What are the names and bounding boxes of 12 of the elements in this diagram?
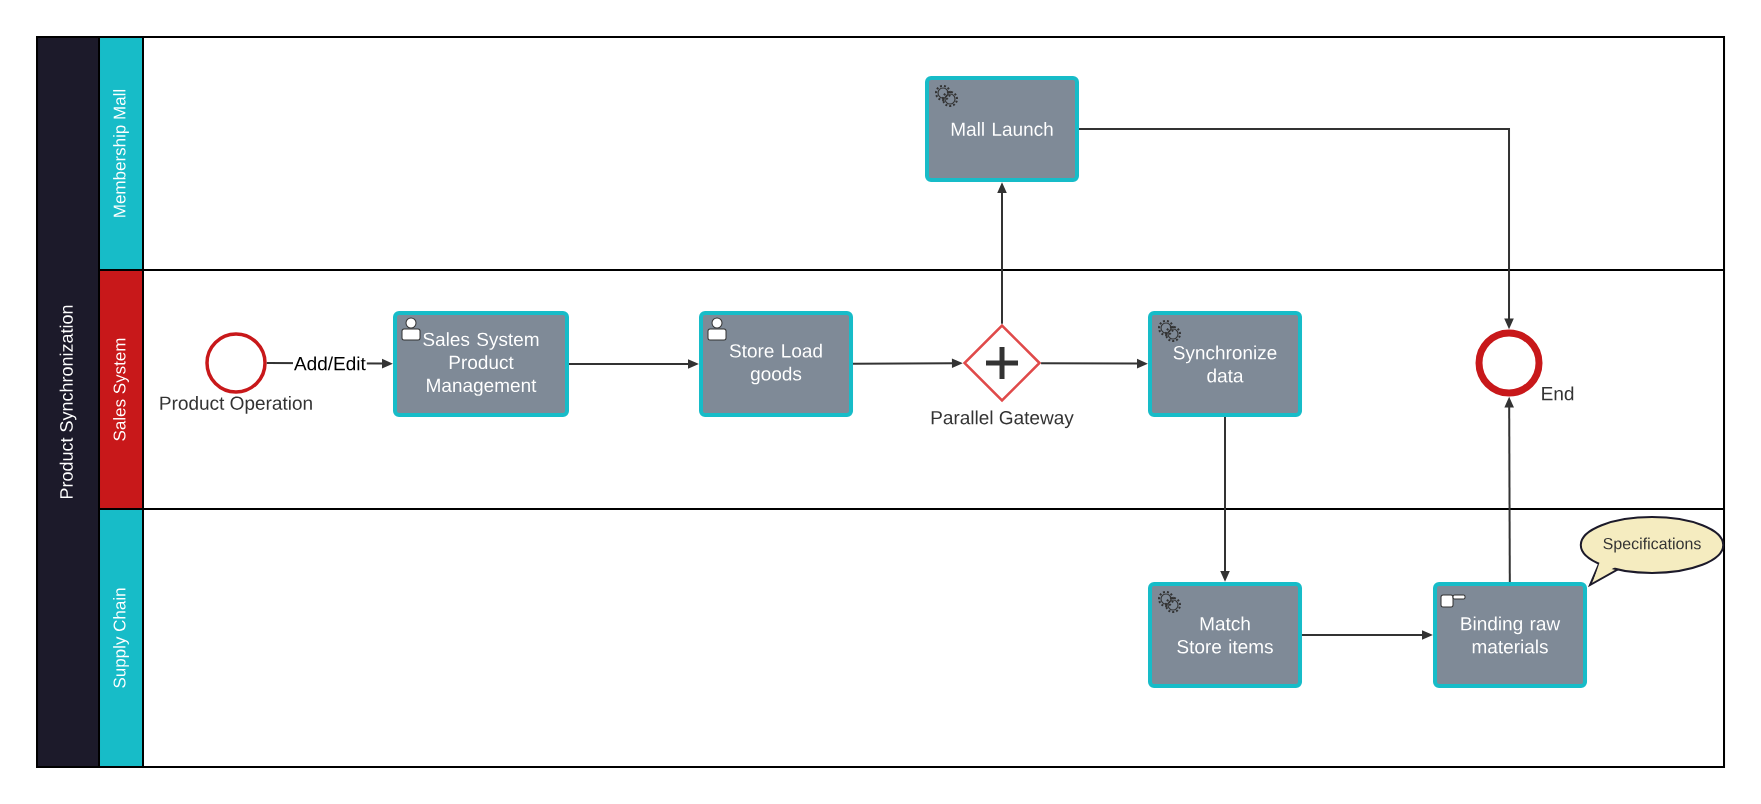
task-box: Binding raw materials <box>1433 582 1587 688</box>
node-label: Product Operation <box>160 395 312 414</box>
edge-label: Add/Edit <box>292 355 367 372</box>
task-box: Synchronize data <box>1148 311 1302 417</box>
task-box: Match Store items <box>1148 582 1302 688</box>
node-label: Parallel Gateway <box>931 410 1074 429</box>
end-event: End <box>1475 329 1574 401</box>
task-box: Mall Launch <box>925 76 1079 182</box>
speech-bubble: Specifications <box>1579 516 1725 588</box>
node-label: End <box>1542 386 1574 401</box>
task-box: Sales System Product Management <box>393 311 569 417</box>
task-box: Store Load goods <box>699 311 853 417</box>
